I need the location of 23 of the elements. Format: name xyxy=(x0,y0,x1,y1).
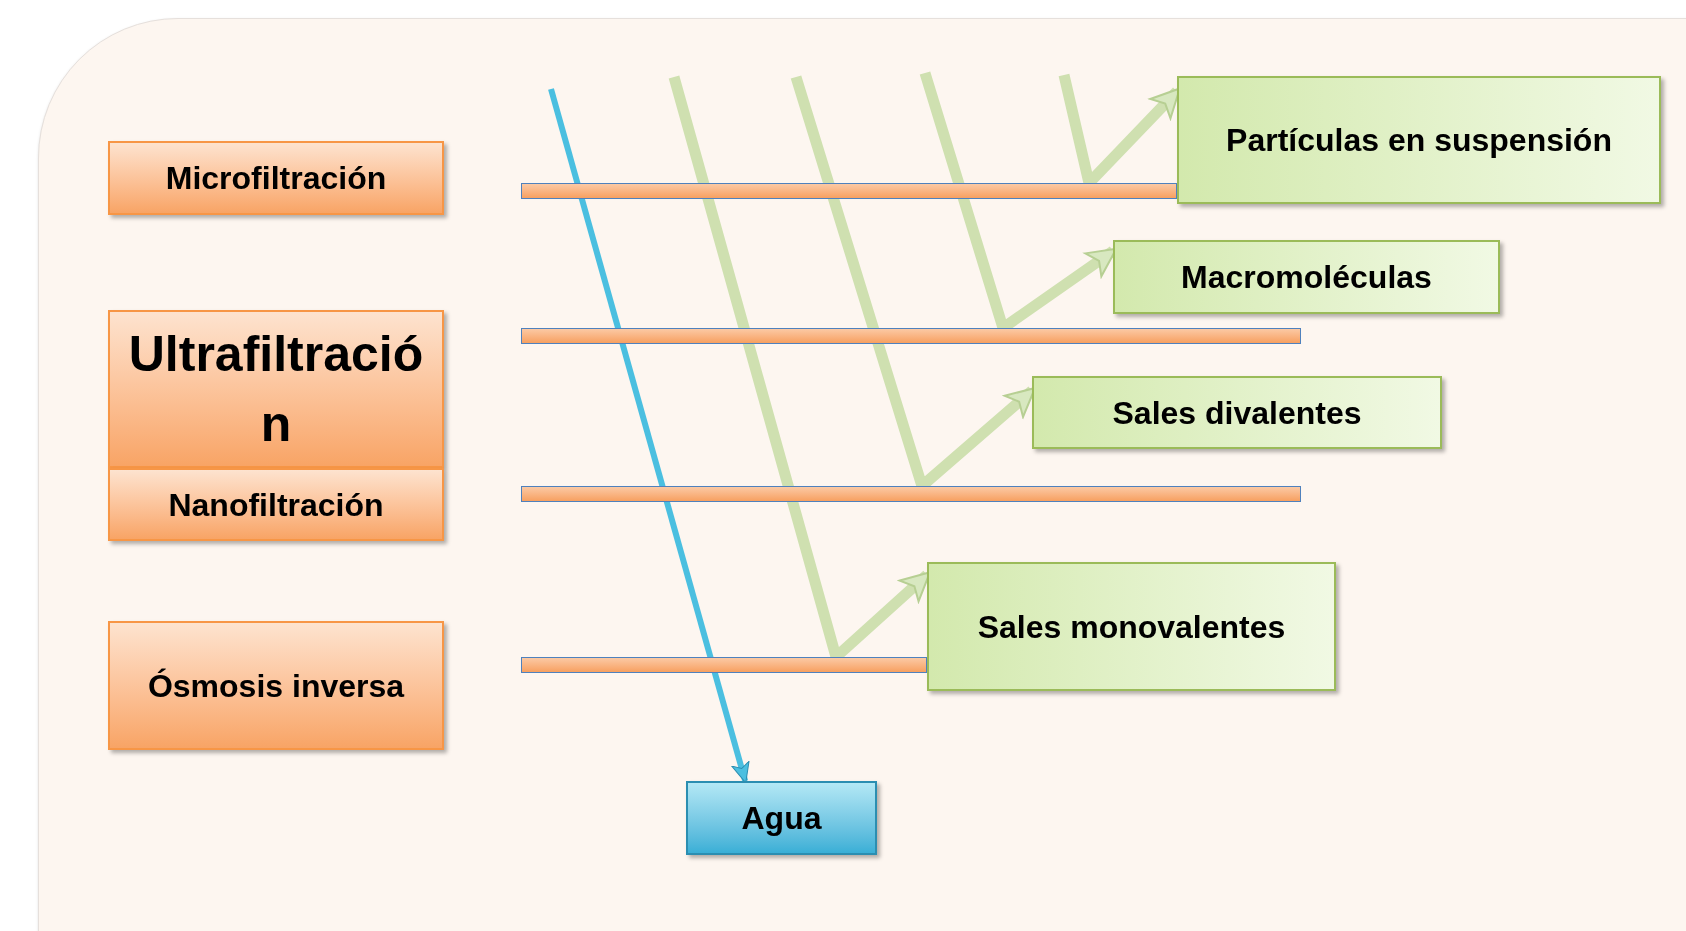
box-label: Partículas en suspensión xyxy=(1226,121,1612,160)
box-label: Agua xyxy=(741,799,822,838)
process-box xyxy=(108,310,444,468)
label-box xyxy=(927,562,1336,691)
membrane-bar xyxy=(521,657,927,673)
box-label: Ósmosis inversa xyxy=(147,666,405,706)
process-box xyxy=(108,621,444,750)
box-label: Macromoléculas xyxy=(1181,258,1432,297)
membrane-bar xyxy=(521,328,1301,344)
label-box xyxy=(1032,376,1442,449)
process-box xyxy=(108,468,444,541)
output-box xyxy=(686,781,877,855)
membrane-bar xyxy=(521,486,1301,502)
box-label: Sales monovalentes xyxy=(977,607,1286,647)
box-label: Nanofiltración xyxy=(168,485,384,525)
arrow xyxy=(548,88,750,784)
box-label: Ultrafiltración xyxy=(127,325,425,454)
box-label: Microfiltración xyxy=(165,159,387,198)
membrane-bar xyxy=(521,183,1177,199)
box-label: Sales divalentes xyxy=(1112,393,1362,433)
label-box xyxy=(1177,76,1661,204)
process-box xyxy=(108,141,444,215)
label-box xyxy=(1113,240,1500,314)
